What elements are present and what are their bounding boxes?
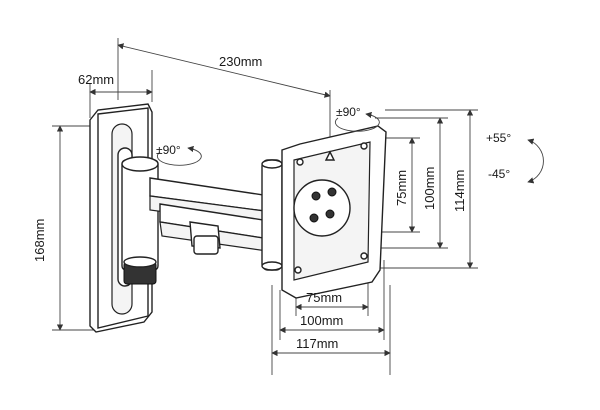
dim-plate-width: 117mm (296, 336, 338, 351)
dim-wall-plate-height: 168mm (32, 219, 47, 262)
dim-vesa-horizontal-inner: 75mm (306, 290, 342, 305)
label-tilt-up: +55° (486, 131, 511, 145)
dimension-lines (52, 38, 478, 375)
dim-vesa-horizontal-outer: 100mm (300, 313, 343, 328)
dim-vesa-vertical-inner: 75mm (394, 170, 409, 206)
vesa-plate (281, 125, 387, 299)
label-arm-swivel: ±90° (156, 143, 181, 157)
swing-arm (121, 156, 283, 285)
dim-plate-height: 114mm (452, 170, 467, 212)
dim-wall-plate-depth: 62mm (78, 72, 114, 87)
label-tilt-down: -45° (488, 167, 510, 181)
dim-vesa-vertical-outer: 100mm (422, 167, 437, 210)
label-plate-swivel: ±90° (336, 105, 361, 119)
rotation-arrows (156, 111, 544, 184)
dim-overall-extension: 230mm (219, 54, 262, 69)
